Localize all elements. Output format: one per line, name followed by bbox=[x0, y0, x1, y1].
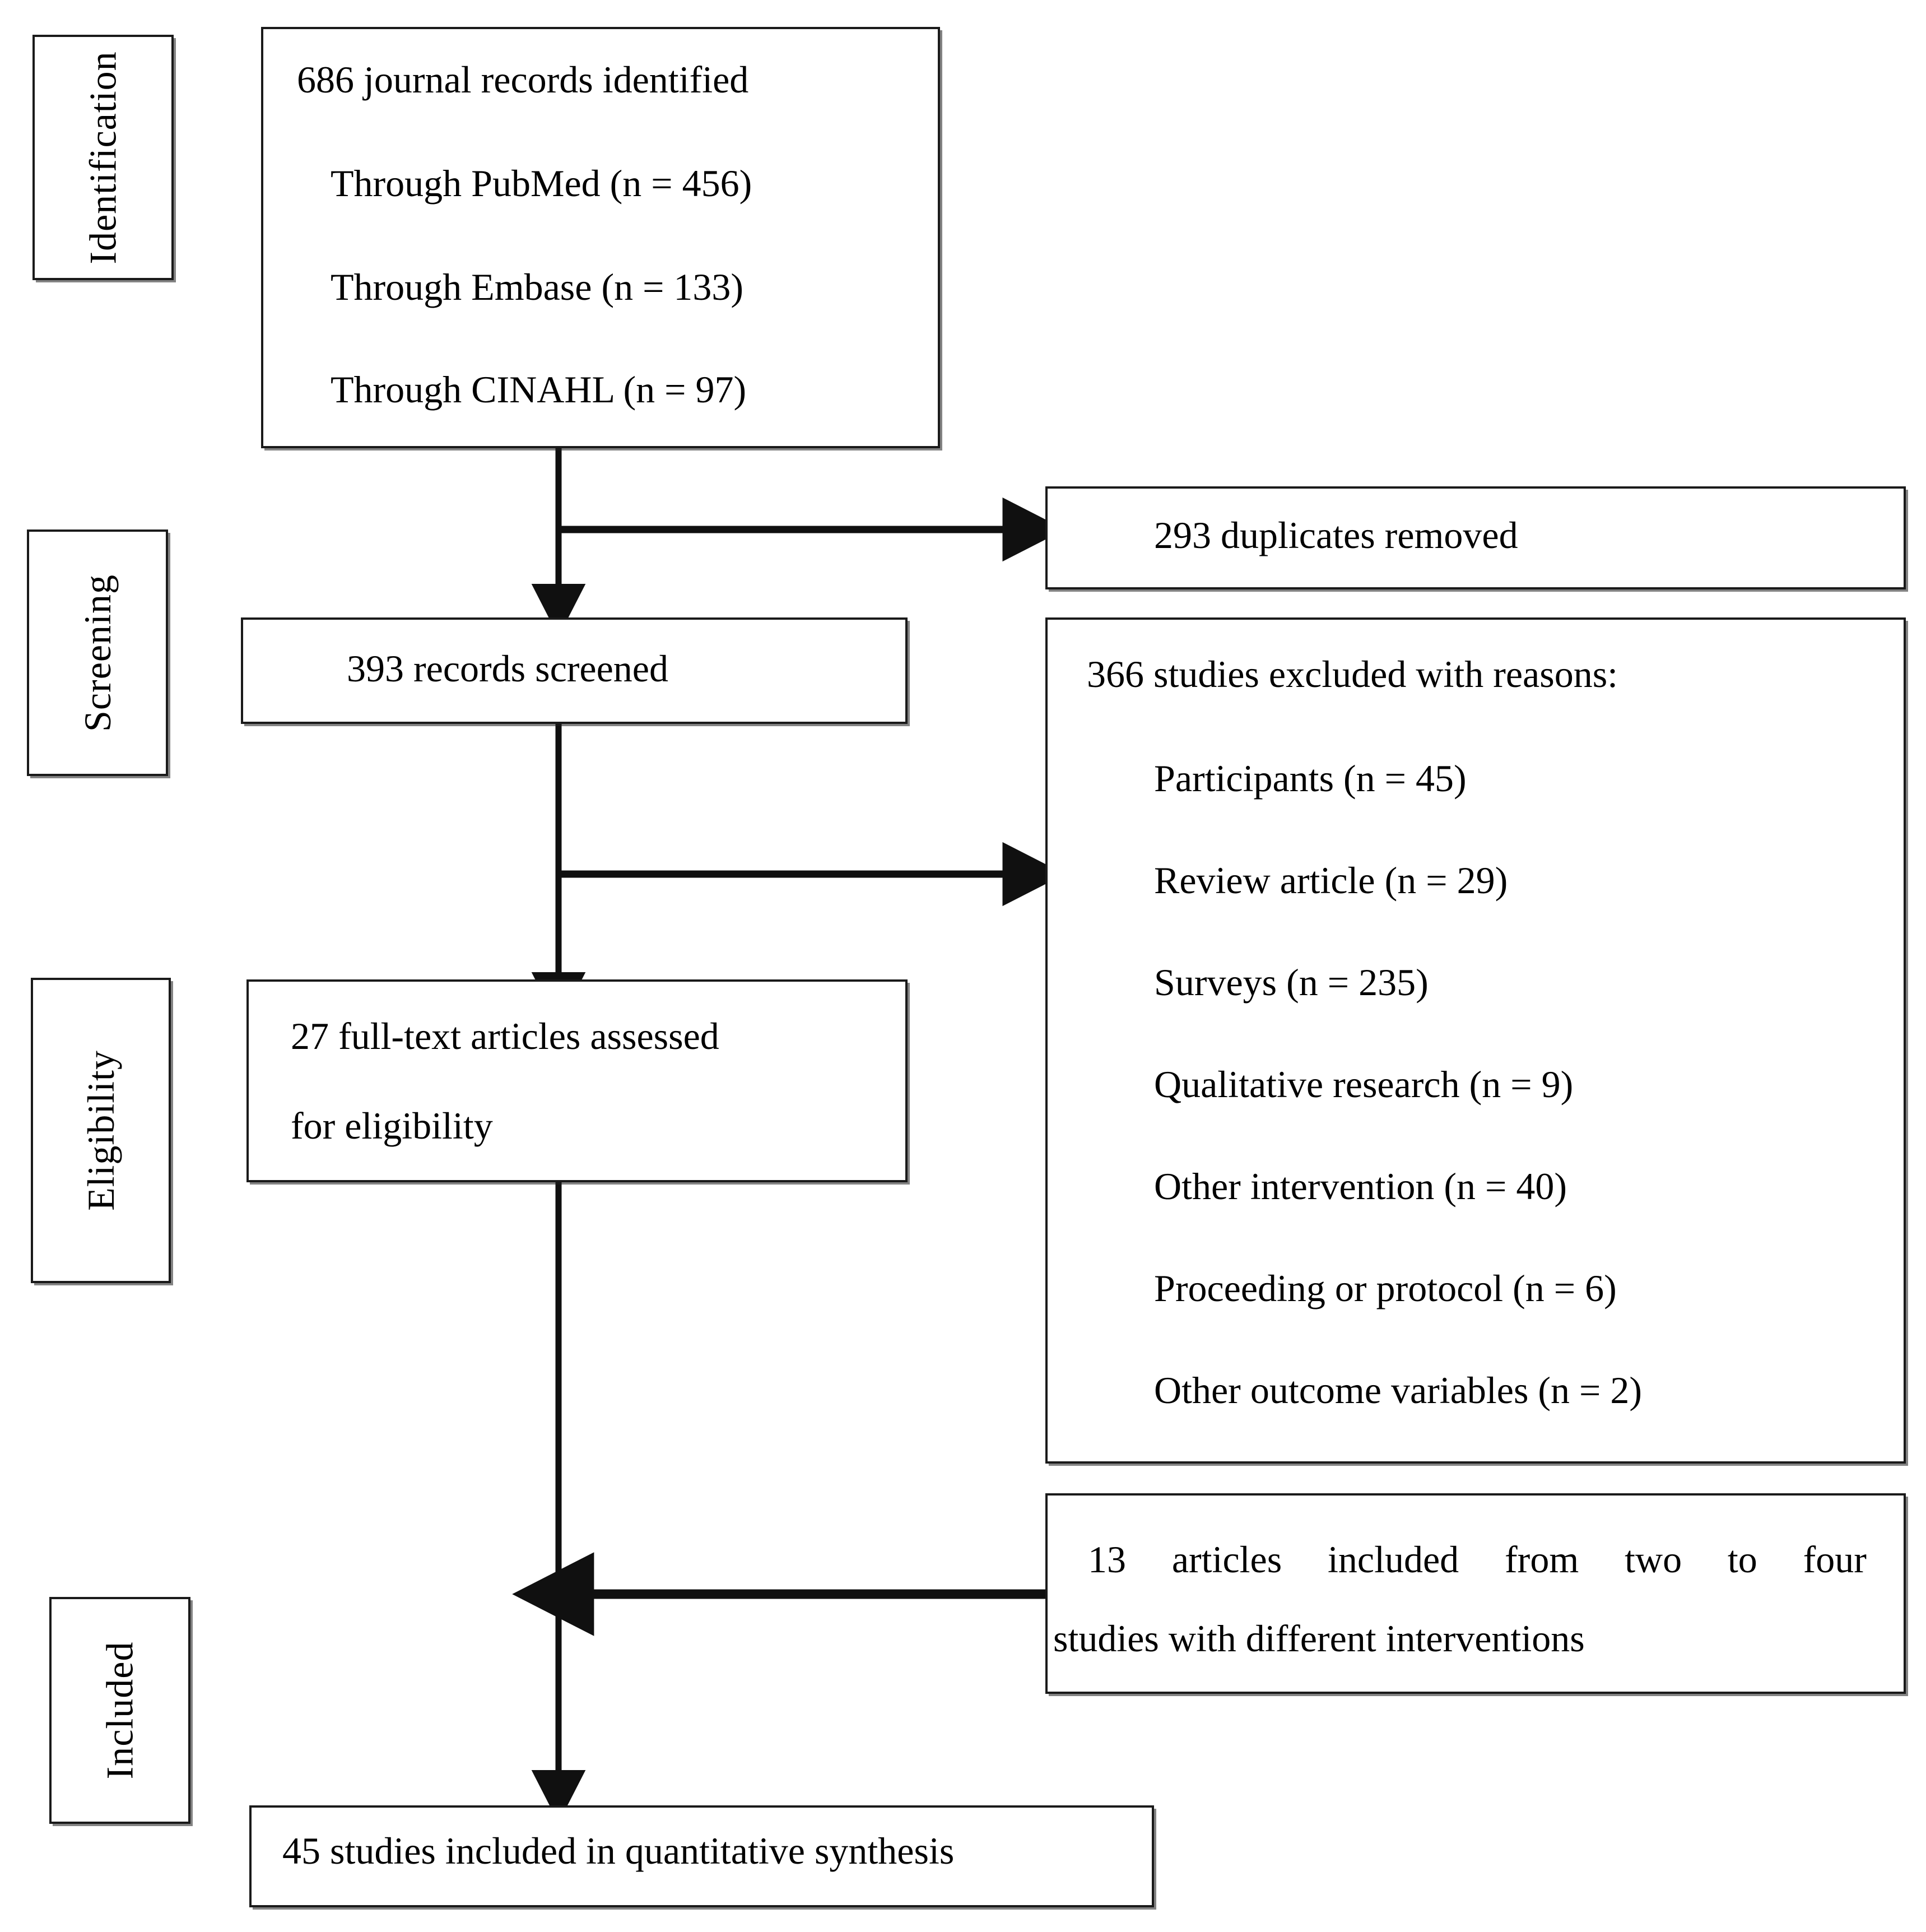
added-line1-word-7: four bbox=[1803, 1538, 1867, 1581]
exclusion-reason-surveys: Surveys (n = 235) bbox=[1154, 961, 1429, 1004]
duplicates-removed-box: 293 duplicates removed bbox=[1045, 486, 1906, 589]
duplicates-removed-text: 293 duplicates removed bbox=[1154, 514, 1518, 556]
added-articles-line-2: studies with different interventions bbox=[1053, 1617, 1585, 1660]
identification-line-1: 686 journal records identified bbox=[297, 58, 749, 101]
added-line1-word-4: from bbox=[1505, 1538, 1579, 1581]
stage-label-eligibility: Eligibility bbox=[31, 978, 171, 1283]
identification-line-cinahl: Through CINAHL (n = 97) bbox=[331, 368, 747, 411]
studies-excluded-heading: 366 studies excluded with reasons: bbox=[1087, 653, 1618, 695]
added-line1-word-1: 13 bbox=[1088, 1538, 1126, 1581]
fulltext-assessed-line-2: for eligibility bbox=[291, 1104, 493, 1147]
stage-label-identification: Identification bbox=[32, 35, 174, 280]
added-articles-box: 13 articles included from two to four st… bbox=[1045, 1493, 1906, 1694]
identification-records-box: 686 journal records identified Through P… bbox=[261, 27, 940, 448]
stage-label-screening: Screening bbox=[27, 530, 168, 776]
exclusion-reason-qualitative-research: Qualitative research (n = 9) bbox=[1154, 1063, 1574, 1106]
added-line1-word-6: to bbox=[1727, 1538, 1757, 1581]
stage-label-eligibility-text: Eligibility bbox=[79, 1050, 122, 1211]
identification-line-pubmed: Through PubMed (n = 456) bbox=[331, 162, 752, 205]
final-included-box: 45 studies included in quantitative synt… bbox=[249, 1805, 1154, 1907]
exclusion-reason-participants: Participants (n = 45) bbox=[1154, 757, 1467, 800]
exclusion-reason-proceeding-or-protocol: Proceeding or protocol (n = 6) bbox=[1154, 1267, 1617, 1309]
stage-label-included-text: Included bbox=[98, 1641, 141, 1780]
added-line1-word-2: articles bbox=[1171, 1538, 1282, 1581]
exclusion-reason-other-intervention: Other intervention (n = 40) bbox=[1154, 1165, 1567, 1208]
fulltext-assessed-line-1: 27 full-text articles assessed bbox=[291, 1015, 719, 1057]
records-screened-box: 393 records screened bbox=[241, 617, 908, 724]
added-line1-word-3: included bbox=[1328, 1538, 1459, 1581]
records-screened-text: 393 records screened bbox=[347, 647, 668, 690]
studies-excluded-box: 366 studies excluded with reasons: Parti… bbox=[1045, 617, 1906, 1464]
final-included-text: 45 studies included in quantitative synt… bbox=[282, 1829, 955, 1872]
exclusion-reason-review-article: Review article (n = 29) bbox=[1154, 859, 1508, 902]
fulltext-assessed-box: 27 full-text articles assessed for eligi… bbox=[246, 979, 908, 1182]
stage-label-identification-text: Identification bbox=[81, 50, 124, 264]
identification-line-embase: Through Embase (n = 133) bbox=[331, 266, 744, 308]
stage-label-screening-text: Screening bbox=[76, 574, 119, 732]
exclusion-reason-other-outcome-variables: Other outcome variables (n = 2) bbox=[1154, 1369, 1643, 1411]
added-articles-line-1-justified: 13 articles included from two to four bbox=[1088, 1524, 1867, 1596]
stage-label-included: Included bbox=[49, 1597, 190, 1824]
added-line1-word-5: two bbox=[1625, 1538, 1682, 1581]
